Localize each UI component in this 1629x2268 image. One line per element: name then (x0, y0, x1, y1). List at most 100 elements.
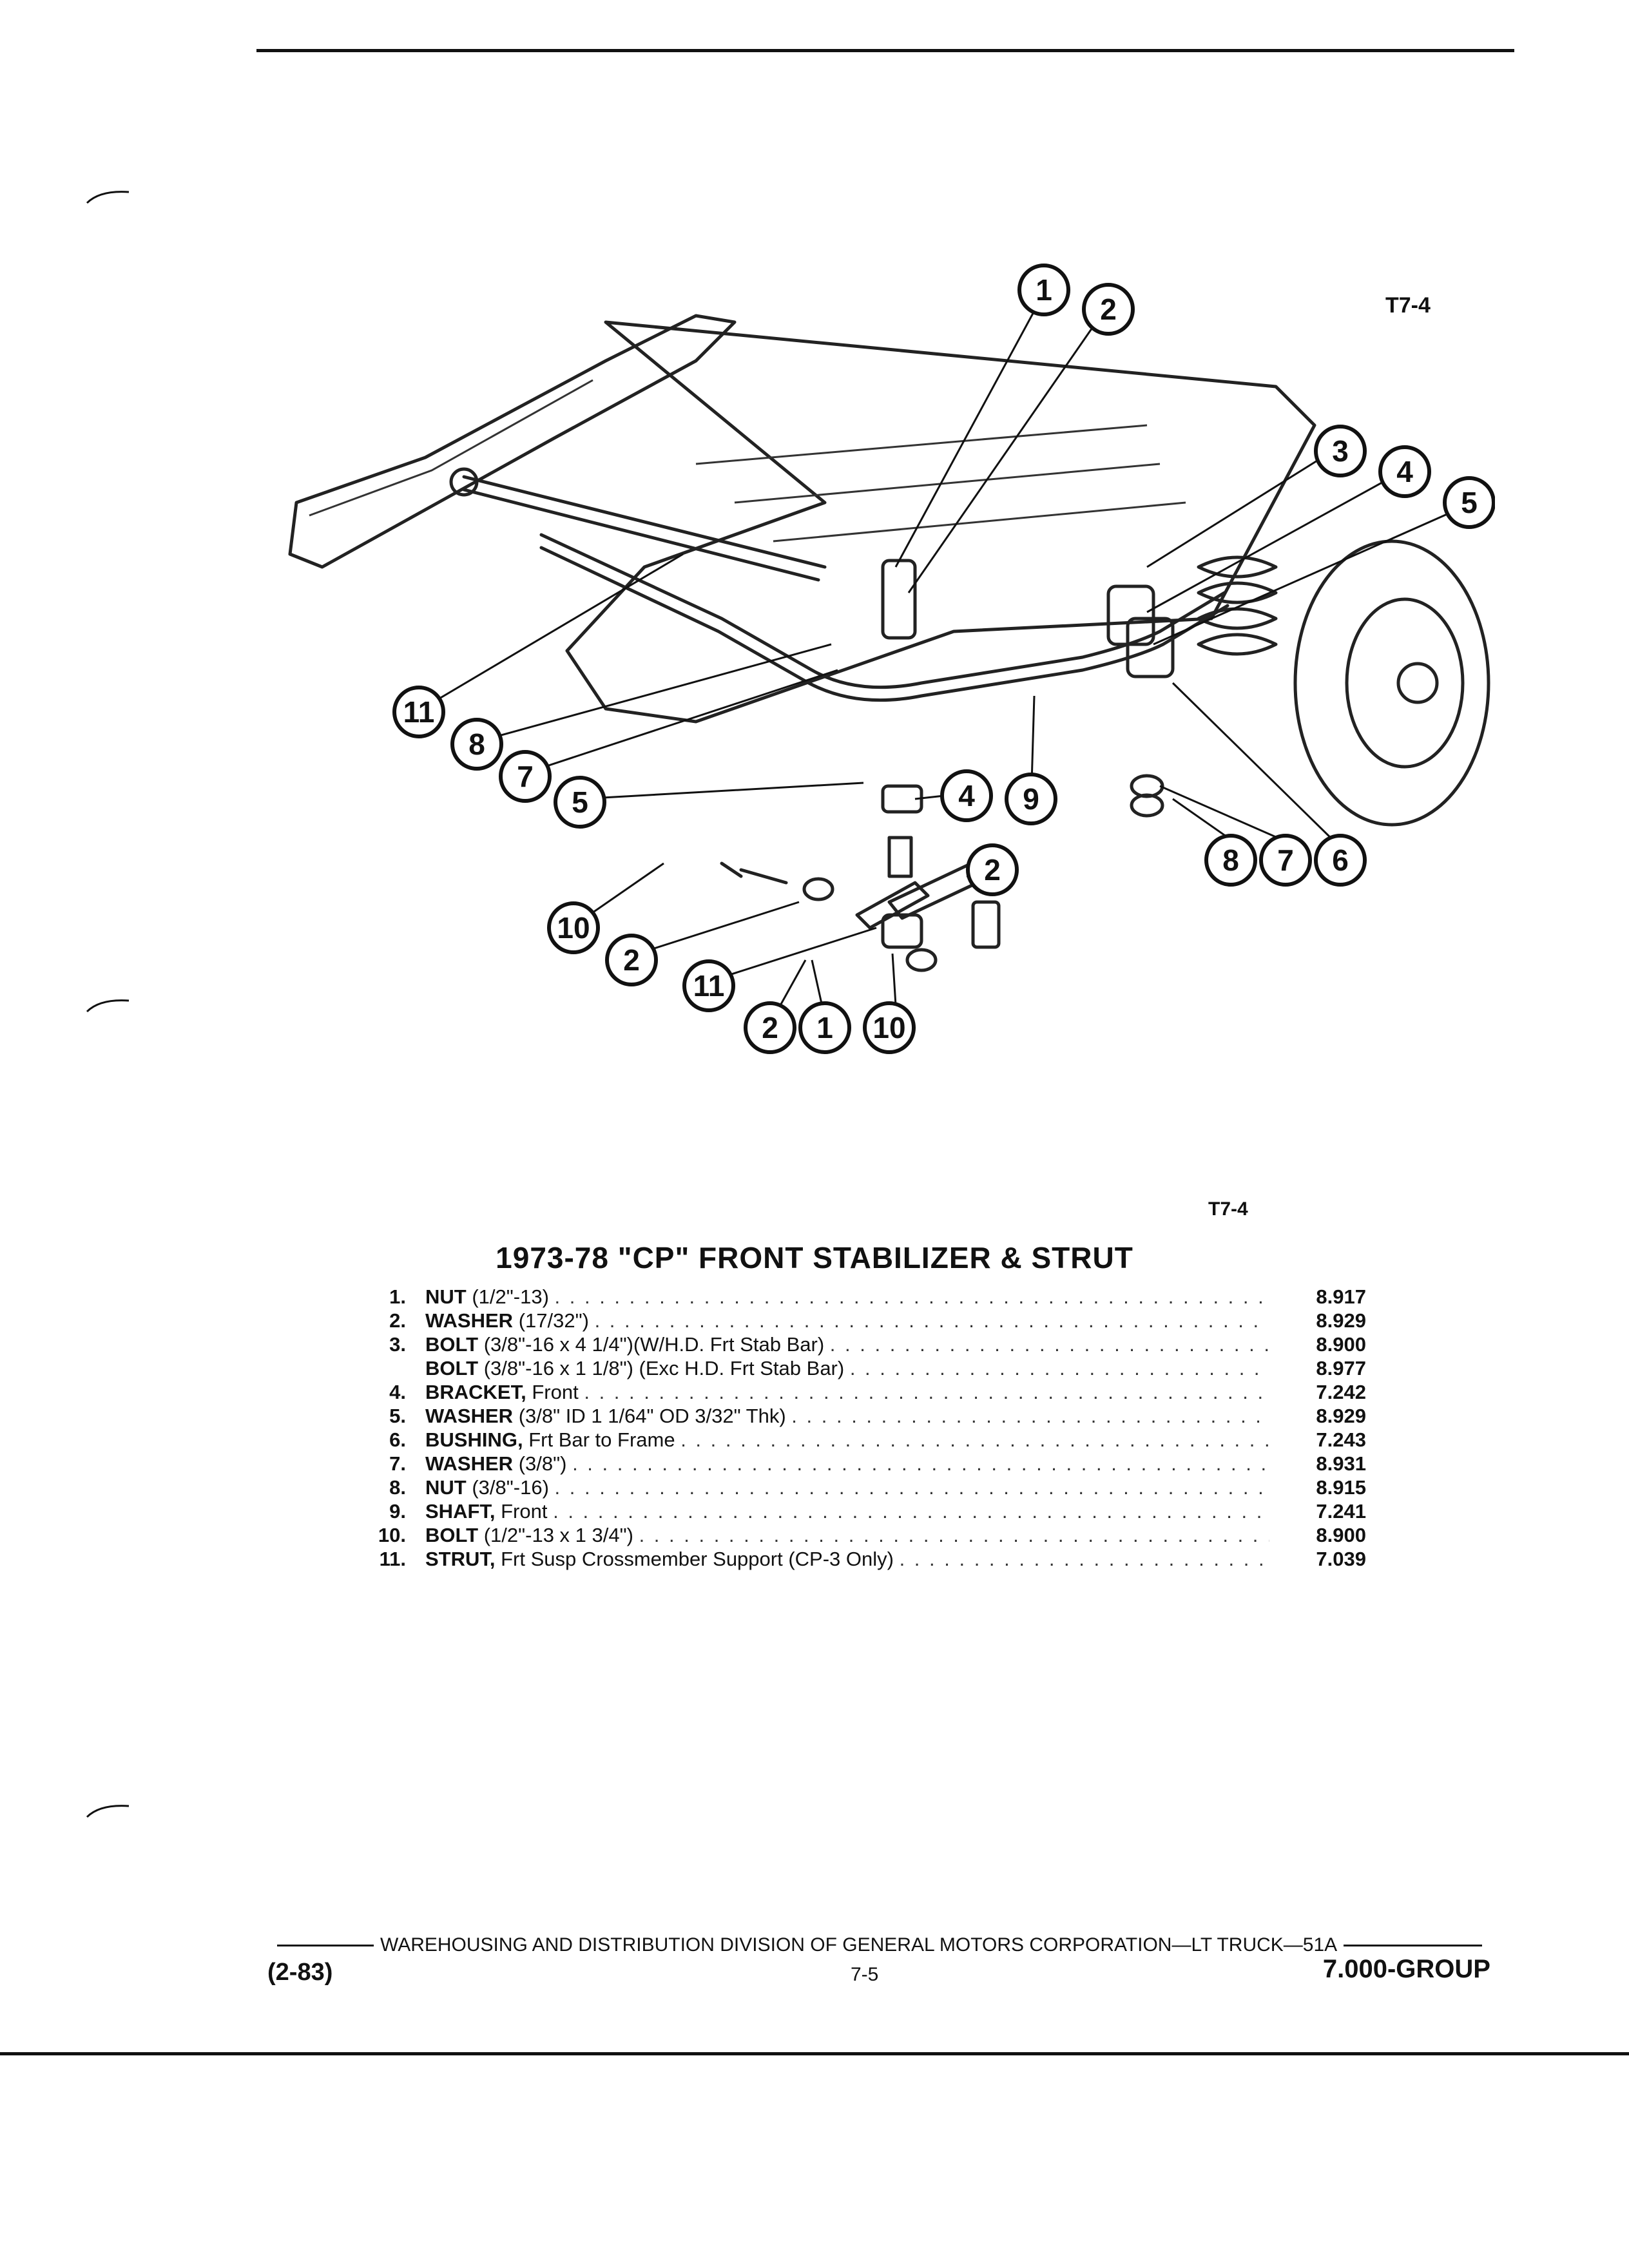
part-spec: Frt Susp Crossmember Support (CP-3 Only) (501, 1548, 894, 1570)
part-name: BRACKET, (425, 1381, 526, 1403)
svg-text:3: 3 (1332, 434, 1349, 468)
parts-list: 1.NUT (1/2"-13) . . . . . . . . . . . . … (361, 1285, 1366, 1571)
svg-text:8: 8 (468, 727, 485, 761)
parts-list-row: 5. WASHER (3/8" ID 1 1/64" OD 3/32" Thk) … (361, 1405, 1366, 1428)
part-description: STRUT, Frt Susp Crossmember Support (CP-… (425, 1548, 1269, 1571)
callout-5b: 5 (554, 776, 606, 829)
part-code: 8.917 (1316, 1285, 1366, 1308)
footer-division-line: WAREHOUSING AND DISTRIBUTION DIVISION OF… (277, 1934, 1482, 1956)
leader-dots: . . . . . . . . . . . . . . . . . . . . … (899, 1548, 1269, 1570)
part-number: 7. (389, 1452, 406, 1475)
part-description: WASHER (3/8" ID 1 1/64" OD 3/32" Thk) . … (425, 1405, 1269, 1428)
leader-dots: . . . . . . . . . . . . . . . . . . . . … (554, 1476, 1269, 1499)
leader-dots: . . . . . . . . . . . . . . . . . . . . … (680, 1428, 1269, 1451)
parts-list-row: BOLT (3/8"-16 x 1 1/8") (Exc H.D. Frt St… (361, 1357, 1366, 1381)
callout-9: 9 (1005, 773, 1057, 825)
svg-text:1: 1 (1036, 273, 1052, 307)
part-name: BOLT (425, 1357, 479, 1379)
svg-text:11: 11 (403, 695, 435, 729)
part-code: 7.242 (1316, 1381, 1366, 1403)
part-description: WASHER (3/8") . . . . . . . . . . . . . … (425, 1452, 1269, 1475)
part-name: BOLT (425, 1524, 479, 1546)
part-name: NUT (425, 1476, 467, 1499)
part-code: 7.039 (1316, 1548, 1366, 1570)
callout-10: 10 (547, 901, 600, 954)
binder-mark (86, 191, 130, 204)
part-code: 8.900 (1316, 1333, 1366, 1356)
part-description: BOLT (3/8"-16 x 1 1/8") (Exc H.D. Frt St… (425, 1357, 1269, 1380)
parts-list-row: 2. WASHER (17/32") . . . . . . . . . . . … (361, 1309, 1366, 1333)
figure-code-top: T7-4 (1385, 293, 1431, 318)
parts-list-row: 8.NUT (3/8"-16) . . . . . . . . . . . . … (361, 1476, 1366, 1500)
part-spec: Front (501, 1500, 548, 1523)
part-description: NUT (1/2"-13) . . . . . . . . . . . . . … (425, 1285, 1269, 1309)
part-name: BOLT (425, 1333, 479, 1356)
leader-dots: . . . . . . . . . . . . . . . . . . . . … (791, 1405, 1269, 1427)
suspension-drawing: 1 2 3 4 5 11 8 7 5 4 9 8 7 6 2 10 2 11 2… (288, 264, 1496, 1054)
exploded-view-illustration: 1 2 3 4 5 11 8 7 5 4 9 8 7 6 2 10 2 11 2… (245, 232, 1496, 1121)
top-rule (256, 49, 1514, 52)
parts-list-row: 9.SHAFT, Front . . . . . . . . . . . . .… (361, 1500, 1366, 1524)
svg-text:8: 8 (1222, 843, 1239, 877)
callout-4b: 4 (940, 769, 993, 822)
svg-text:10: 10 (872, 1011, 905, 1044)
callout-2c: 2 (605, 934, 658, 986)
part-description: BUSHING, Frt Bar to Frame . . . . . . . … (425, 1428, 1269, 1452)
part-number: 2. (389, 1309, 406, 1332)
part-code: 8.915 (1316, 1476, 1366, 1499)
part-spec: (3/8" ID 1 1/64" OD 3/32" Thk) (518, 1405, 786, 1427)
part-number: 11. (379, 1548, 406, 1570)
binder-mark (86, 1805, 130, 1818)
svg-text:7: 7 (517, 760, 534, 793)
part-code: 7.243 (1316, 1428, 1366, 1451)
callout-7b: 7 (1259, 834, 1312, 887)
svg-text:2: 2 (984, 853, 1001, 887)
part-name: SHAFT, (425, 1500, 496, 1523)
part-name: NUT (425, 1285, 467, 1308)
parts-list-row: 3.BOLT (3/8"-16 x 4 1/4")(W/H.D. Frt Sta… (361, 1333, 1366, 1357)
parts-list-row: 6. BUSHING, Frt Bar to Frame . . . . . . … (361, 1428, 1366, 1452)
parts-list-row: 11. STRUT, Frt Susp Crossmember Support (… (361, 1548, 1366, 1571)
svg-text:2: 2 (762, 1011, 778, 1044)
part-description: NUT (3/8"-16) . . . . . . . . . . . . . … (425, 1476, 1269, 1499)
part-spec: (3/8") (518, 1452, 567, 1475)
part-description: BRACKET, Front . . . . . . . . . . . . .… (425, 1381, 1269, 1404)
callout-4: 4 (1378, 445, 1431, 498)
part-name: WASHER (425, 1405, 514, 1427)
callout-8: 8 (450, 718, 503, 771)
svg-text:11: 11 (693, 969, 725, 1003)
leader-dots: . . . . . . . . . . . . . . . . . . . . … (829, 1333, 1269, 1356)
svg-text:2: 2 (623, 943, 640, 977)
svg-text:5: 5 (1461, 486, 1478, 519)
part-spec: Frt Bar to Frame (528, 1428, 675, 1451)
part-description: BOLT (3/8"-16 x 4 1/4")(W/H.D. Frt Stab … (425, 1333, 1269, 1356)
svg-text:9: 9 (1023, 782, 1039, 816)
part-code: 8.929 (1316, 1309, 1366, 1332)
leader-dots: . . . . . . . . . . . . . . . . . . . . … (553, 1500, 1269, 1523)
part-number: 6. (389, 1428, 406, 1451)
part-spec: (3/8"-16 x 1 1/8") (Exc H.D. Frt Stab Ba… (483, 1357, 845, 1379)
part-number: 5. (389, 1405, 406, 1427)
parts-list-row: 10.BOLT (1/2"-13 x 1 3/4") . . . . . . .… (361, 1524, 1366, 1548)
part-code: 8.931 (1316, 1452, 1366, 1475)
svg-text:1: 1 (816, 1011, 833, 1044)
parts-list-row: 7. WASHER (3/8") . . . . . . . . . . . . … (361, 1452, 1366, 1476)
callout-7: 7 (499, 750, 552, 803)
footer-division: WAREHOUSING AND DISTRIBUTION DIVISION OF… (380, 1934, 1338, 1956)
callout-2b: 2 (966, 843, 1019, 896)
leader-dots: . . . . . . . . . . . . . . . . . . . . … (554, 1285, 1269, 1308)
part-spec: (3/8"-16) (472, 1476, 549, 1499)
part-spec: (3/8"-16 x 4 1/4")(W/H.D. Frt Stab Bar) (483, 1333, 825, 1356)
callout-8b: 8 (1204, 834, 1257, 887)
leader-dots: . . . . . . . . . . . . . . . . . . . . … (594, 1309, 1269, 1332)
svg-text:10: 10 (557, 911, 590, 945)
leader-dots: . . . . . . . . . . . . . . . . . . . . … (849, 1357, 1269, 1379)
part-code: 8.929 (1316, 1405, 1366, 1427)
part-number: 10. (378, 1524, 406, 1546)
part-name: WASHER (425, 1309, 514, 1332)
part-code: 8.977 (1316, 1357, 1366, 1379)
part-spec: (17/32") (518, 1309, 589, 1332)
footer-date: (2-83) (267, 1959, 333, 1986)
part-name: WASHER (425, 1452, 514, 1475)
part-spec: Front (532, 1381, 579, 1403)
